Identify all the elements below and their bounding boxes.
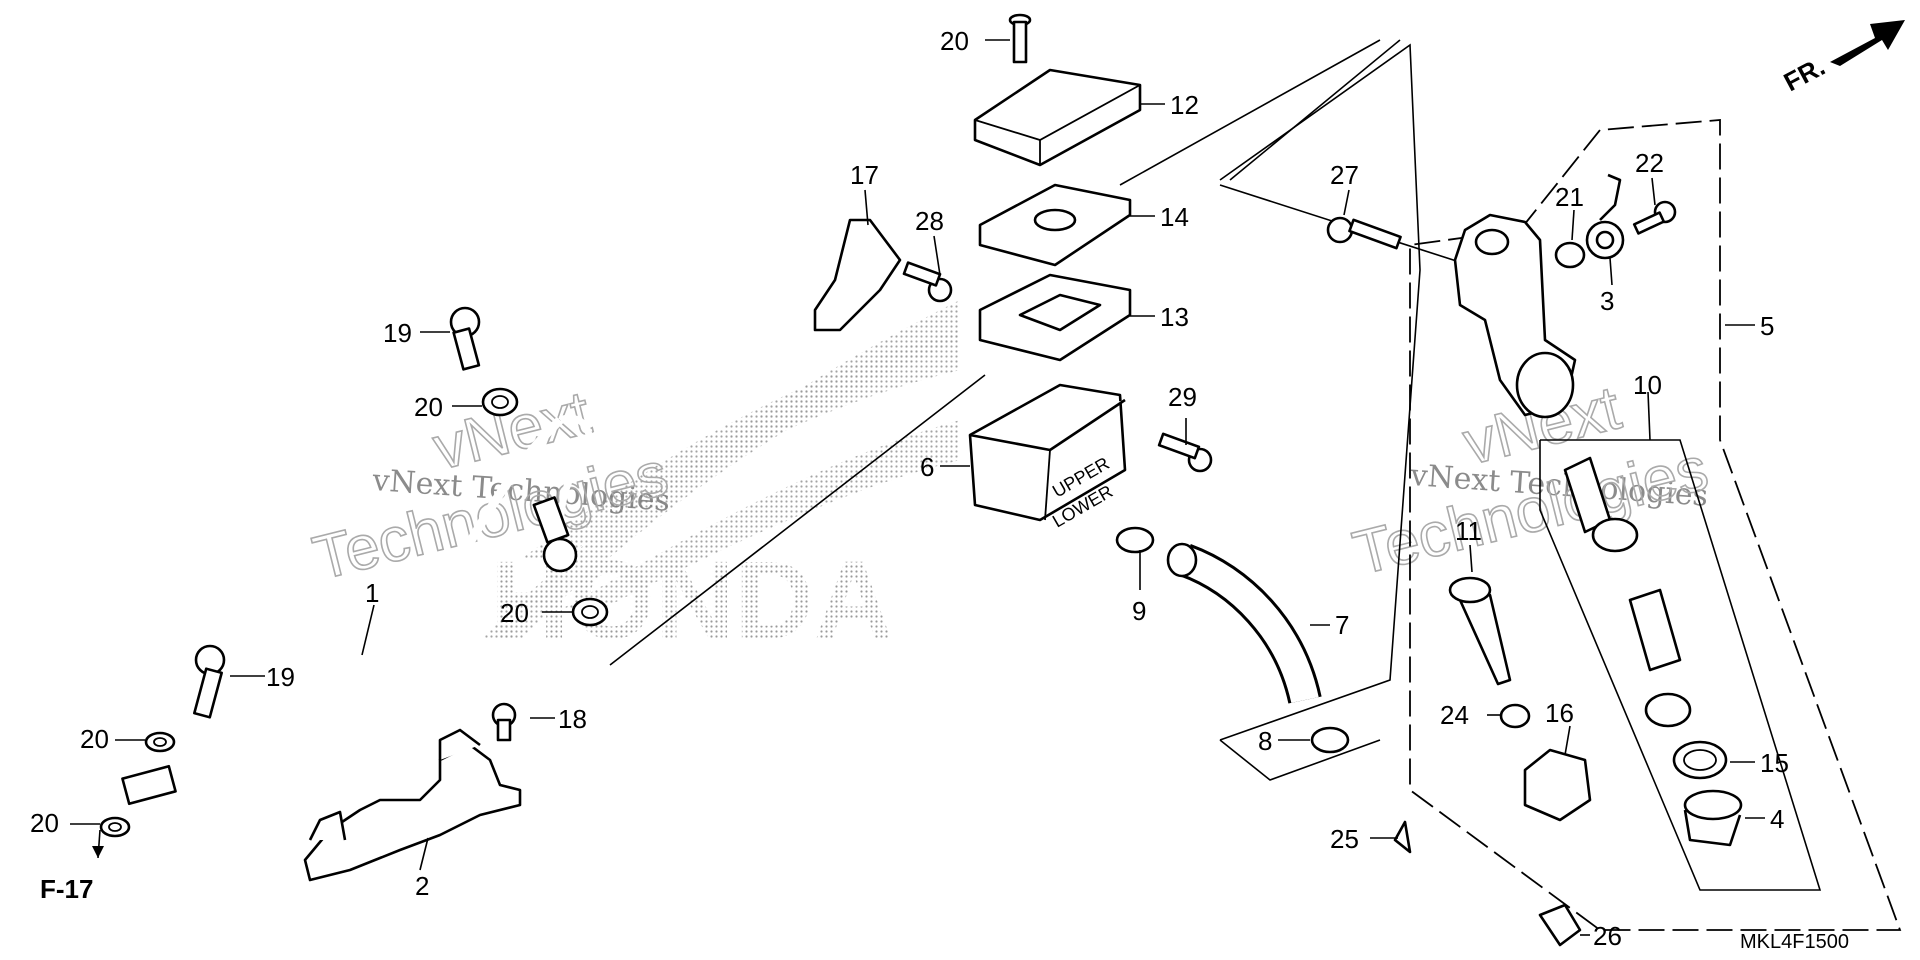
callout-17: 17 <box>850 160 879 190</box>
part-21-o-ring <box>1554 241 1586 269</box>
callout-4: 4 <box>1770 804 1784 834</box>
callout-6: 6 <box>920 452 934 482</box>
part-26-joint-pin <box>1538 903 1582 947</box>
callout-7: 7 <box>1335 610 1349 640</box>
part-29-bolt <box>1157 432 1213 473</box>
assembly-outline-5 <box>1409 119 1902 931</box>
part-14-diaphragm <box>978 183 1132 267</box>
callout-12: 12 <box>1170 90 1199 120</box>
callout-20-lower: 20 <box>80 724 109 754</box>
assembly-outline-10 <box>1539 439 1822 891</box>
part-17-stay <box>813 218 902 332</box>
part-11-push-rod <box>1448 576 1512 686</box>
callout-11: 11 <box>1455 516 1482 546</box>
callout-20-middle: 20 <box>500 598 529 628</box>
direction-label: FR. <box>1779 51 1830 97</box>
part-20-washer <box>99 387 609 838</box>
callout-10: 10 <box>1633 370 1662 400</box>
callout-29: 29 <box>1168 382 1197 412</box>
callout-19-lower: 19 <box>266 662 295 692</box>
callout-15: 15 <box>1760 748 1789 778</box>
part-15-circlip <box>1672 740 1728 780</box>
part-23-bolt <box>1632 200 1677 235</box>
callout-20-upper: 20 <box>414 392 443 422</box>
callout-1: 1 <box>365 578 379 608</box>
callout-13: 13 <box>1160 302 1189 332</box>
callout-19-upper: 19 <box>383 318 412 348</box>
brand-logo: HONDA <box>480 300 960 662</box>
callout-3: 3 <box>1600 286 1614 316</box>
part-1-brake-hose <box>121 414 593 806</box>
callout-27: 27 <box>1330 160 1359 190</box>
part-16-joint <box>1523 748 1592 822</box>
callout-14: 14 <box>1160 202 1189 232</box>
callout-labels: 20 12 14 13 6 17 28 19 20 20 1 19 20 20 … <box>30 26 1789 951</box>
part-7-reservoir-hose <box>1166 542 1322 704</box>
connector-lines <box>609 39 1501 781</box>
reference-label: F-17 <box>40 874 93 904</box>
callout-8: 8 <box>1258 726 1272 756</box>
part-19-bolt-upper <box>449 306 481 371</box>
callout-16: 16 <box>1545 698 1574 728</box>
callout-5: 5 <box>1760 311 1774 341</box>
part-27-bolt <box>1326 216 1402 250</box>
part-24-nut <box>1499 703 1531 729</box>
callout-18: 18 <box>558 704 587 734</box>
callout-24: 24 <box>1440 700 1469 730</box>
callout-2: 2 <box>415 871 429 901</box>
part-2-bracket <box>303 728 522 882</box>
part-13-plate <box>978 273 1132 362</box>
part-8-clip <box>1310 726 1350 754</box>
callout-9: 9 <box>1132 596 1146 626</box>
part-12-reservoir-cap <box>973 68 1142 167</box>
part-18-bolt <box>491 702 517 742</box>
callout-26: 26 <box>1593 921 1622 951</box>
callout-28: 28 <box>915 206 944 236</box>
callout-25: 25 <box>1330 824 1359 854</box>
diagram-code: MKL4F1500 <box>1740 931 1849 953</box>
part-22-screw <box>1008 13 1032 64</box>
part-3-joint <box>1585 173 1625 260</box>
callout-22: 20 <box>940 26 969 56</box>
piston-assembly <box>1563 456 1692 728</box>
part-28-bolt <box>902 261 953 303</box>
part-6-reservoir: UPPER LOWER <box>968 383 1127 531</box>
callout-23: 22 <box>1635 148 1664 178</box>
part-19-bolt-lower <box>193 644 226 719</box>
part-4-boot <box>1683 789 1743 847</box>
callout-20-bottom: 20 <box>30 808 59 838</box>
front-direction-arrow: FR. <box>1779 20 1905 97</box>
leader-lines <box>70 39 1765 936</box>
callout-21: 21 <box>1555 182 1584 212</box>
master-cylinder-body <box>1453 213 1577 419</box>
reference-arrow: F-17 <box>40 846 104 904</box>
part-25-cotter-pin <box>1393 820 1412 854</box>
part-9-clip <box>1115 526 1155 554</box>
